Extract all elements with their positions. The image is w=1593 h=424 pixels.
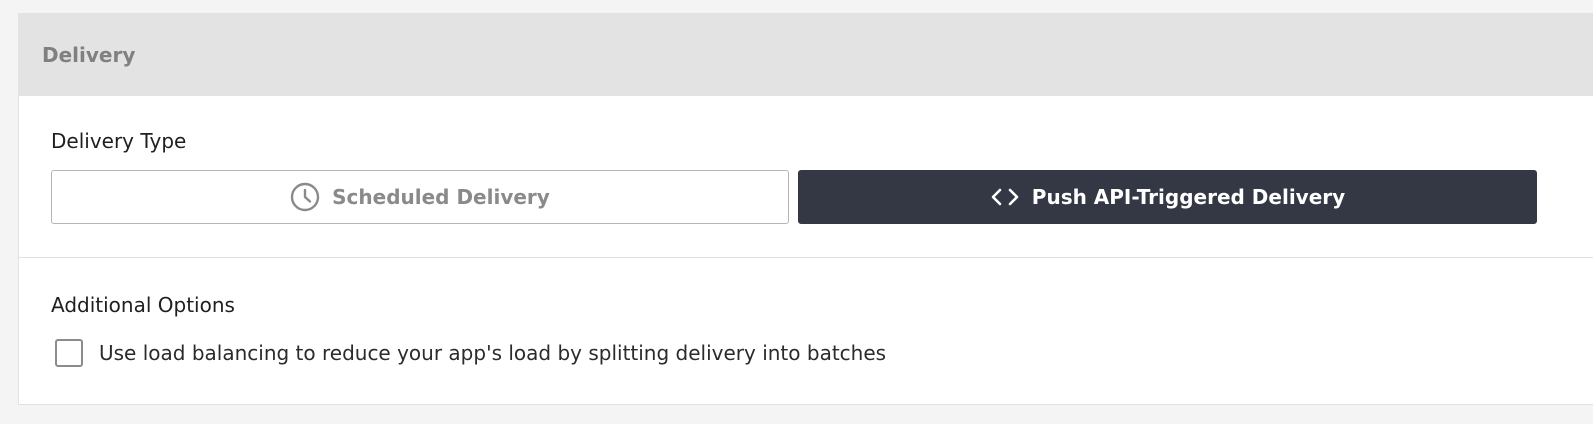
delivery-type-label: Delivery Type — [51, 129, 187, 153]
scheduled-delivery-button[interactable]: Scheduled Delivery — [51, 170, 789, 224]
push-api-triggered-delivery-label: Push API-Triggered Delivery — [1031, 185, 1346, 209]
scheduled-delivery-label: Scheduled Delivery — [332, 185, 550, 209]
panel-header: Delivery — [19, 14, 1593, 96]
panel-title: Delivery — [42, 43, 136, 67]
load-balancing-checkbox[interactable] — [55, 339, 83, 367]
code-icon — [990, 187, 1020, 207]
delivery-type-section: Delivery Type Scheduled Delivery — [19, 96, 1593, 258]
delivery-type-toggle: Scheduled Delivery Push API-Triggered De… — [51, 170, 1537, 224]
load-balancing-option: Use load balancing to reduce your app's … — [55, 339, 886, 367]
additional-options-section: Additional Options Use load balancing to… — [19, 258, 1593, 404]
additional-options-label: Additional Options — [51, 293, 235, 317]
delivery-panel: Delivery Delivery Type Scheduled Deliver… — [18, 13, 1593, 405]
clock-icon — [290, 182, 320, 212]
push-api-triggered-delivery-button[interactable]: Push API-Triggered Delivery — [798, 170, 1537, 224]
load-balancing-label[interactable]: Use load balancing to reduce your app's … — [99, 341, 887, 365]
